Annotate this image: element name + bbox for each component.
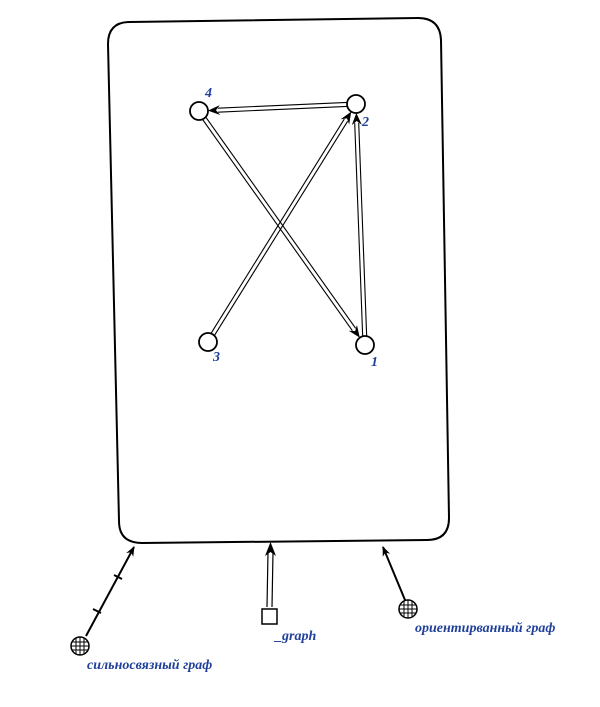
graph-key-arrowhead [265,542,276,556]
node-2[interactable] [346,94,366,114]
strongly-connected-arc[interactable] [85,546,135,637]
globe-icon[interactable] [398,599,418,619]
strongly-connected-label: сильносвязный граф [87,658,212,673]
arcs-layer [202,101,368,338]
arc-arrowhead [340,111,352,125]
arc-4-1[interactable] [205,116,357,329]
arc-4-1[interactable] [202,119,353,331]
arc-3-2[interactable] [213,120,349,336]
node-3[interactable] [198,332,218,352]
node-1[interactable] [355,335,375,355]
arc-2-4[interactable] [218,105,348,113]
nodes-layer [189,94,375,355]
arc-arrowhead [351,112,362,126]
arc-tick-mark [92,608,102,614]
square-node-icon[interactable] [261,608,278,625]
oriented-graph-label: ориентирванный граф [415,621,555,636]
arc-1-2[interactable] [358,122,368,336]
graph-contour[interactable] [106,16,451,545]
arc-1-2[interactable] [354,123,364,337]
arc-arrowhead [207,105,221,116]
graph-key-arc[interactable] [266,551,269,608]
graph-key-arc [271,551,274,608]
node-label-2: 2 [361,115,369,130]
arc-2-4[interactable] [217,101,347,109]
node-label-1: 1 [371,355,378,370]
oriented-graph-arc[interactable] [382,546,406,601]
node-label-4: 4 [204,86,212,101]
globe-icon[interactable] [70,636,90,656]
arc-tick-mark [113,574,123,580]
arc-3-2[interactable] [210,118,345,334]
graph-key-label: _graph [273,629,316,644]
arc-arrowhead [348,324,360,338]
node-4[interactable] [189,101,209,121]
node-label-3: 3 [212,350,220,365]
